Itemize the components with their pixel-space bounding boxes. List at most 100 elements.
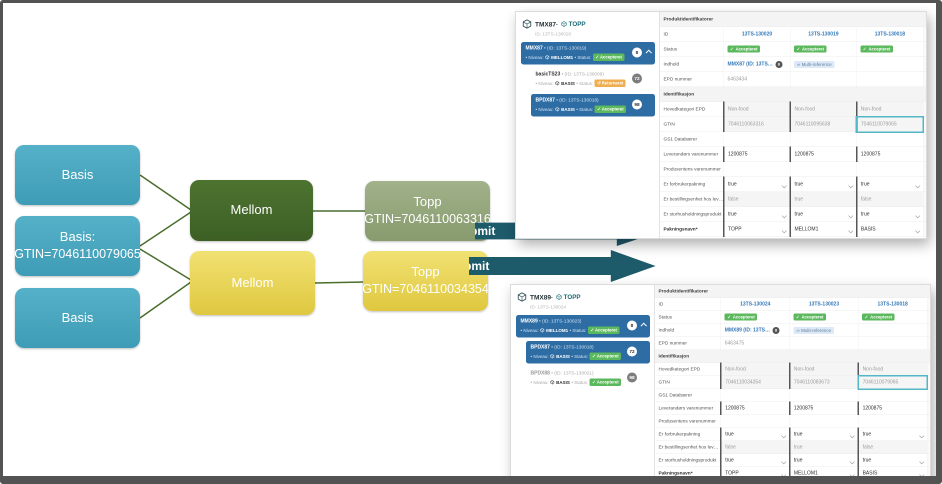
chevron-up-icon[interactable] xyxy=(640,322,647,329)
niveau-cube-icon xyxy=(540,328,545,333)
table-edge xyxy=(923,116,926,132)
select-cell[interactable]: true xyxy=(855,176,924,192)
status-badge: ✓Accepteret xyxy=(592,53,625,61)
id-link-cell[interactable]: 13TS-130018 xyxy=(858,297,928,311)
status-icon: ✓ xyxy=(595,54,599,60)
id-link: 13TS-130020 xyxy=(741,31,773,38)
sidebar-item-meta: • Niveau: BASIS • Status: ✓Accepteret xyxy=(531,378,628,386)
section-header: Identifikasjon xyxy=(660,86,926,102)
select-cell[interactable]: true xyxy=(723,176,791,192)
empty-cell xyxy=(723,131,791,147)
table-edge xyxy=(927,323,930,337)
sidebar-item[interactable]: basicTS23 • (ID: 13TS-130009) • Niveau: … xyxy=(531,68,655,91)
select-cell[interactable]: MELLOM1 xyxy=(789,221,857,237)
basis-node-1: Basis xyxy=(15,145,140,205)
top-level-link[interactable]: TOPP xyxy=(556,294,581,301)
value-cell: 1200875 xyxy=(789,146,857,162)
row-label: Hovedkategori EPD xyxy=(660,101,725,117)
select-cell[interactable]: MELLOM1 xyxy=(788,466,859,476)
select-cell[interactable]: true xyxy=(789,206,857,222)
readonly-cell: Non-food xyxy=(789,101,857,117)
sidebar-item[interactable]: BPDX88 • (ID: 13TS-130021) • Niveau: BAS… xyxy=(526,367,650,390)
table-edge xyxy=(923,161,926,177)
status-badge: ✓ Accepteret xyxy=(793,313,826,321)
sidebar-item[interactable]: MMX89 • (ID: 13TS-130023) • Niveau: MELL… xyxy=(516,315,650,338)
readonly-cell: 6463434 xyxy=(723,71,791,87)
id-link-cell[interactable]: 13TS-130023 xyxy=(789,297,859,311)
select-cell[interactable]: true xyxy=(723,206,791,222)
basis-node-3: Basis xyxy=(15,288,140,348)
count-badge: 72 xyxy=(632,73,642,84)
id-link-cell[interactable]: 13TS-130020 xyxy=(723,26,791,42)
select-cell[interactable]: TOPP xyxy=(720,466,790,476)
select-cell[interactable]: true xyxy=(788,427,859,441)
select-cell[interactable]: true xyxy=(855,206,924,222)
table-edge xyxy=(923,71,926,87)
id-link: 13TS-130023 xyxy=(808,301,840,308)
select-cell[interactable]: true xyxy=(720,427,790,441)
link-icon: ∞ xyxy=(796,327,800,333)
value-cell: 1200875 xyxy=(720,401,790,415)
cube-icon xyxy=(522,19,532,29)
select-cell[interactable]: true xyxy=(788,453,859,467)
top-level-link[interactable]: TOPP xyxy=(561,21,586,28)
table-edge xyxy=(927,414,930,428)
id-link-cell[interactable]: 13TS-130024 xyxy=(720,297,790,311)
readonly-cell xyxy=(858,336,928,350)
status-icon: ✓ xyxy=(597,106,601,112)
sidebar-tree: MMX87 • (ID: 13TS-130019) • Niveau: MELL… xyxy=(521,42,655,117)
sidebar-item[interactable]: BPDX87 • (ID: 13TS-130018) • Niveau: BAS… xyxy=(526,341,650,364)
readonly-cell: 7046110079065 xyxy=(855,115,925,133)
sidebar-item[interactable]: MMX87 • (ID: 13TS-130019) • Niveau: MELL… xyxy=(521,42,655,65)
sidebar-tree: MMX89 • (ID: 13TS-130023) • Niveau: MELL… xyxy=(516,315,650,390)
status-badge: ↺Returneret xyxy=(594,79,626,87)
table-edge xyxy=(923,26,926,42)
node-label: Basis xyxy=(61,309,94,325)
select-cell[interactable]: TOPP xyxy=(723,221,791,237)
value-cell: 1200875 xyxy=(857,401,928,415)
id-link-cell[interactable]: 13TS-130019 xyxy=(790,26,857,42)
empty-cell xyxy=(856,131,924,147)
readonly-cell: 7046110095638 xyxy=(789,116,857,132)
status-badge: ✓ Accepteret xyxy=(793,45,827,53)
page-title: TMX89· xyxy=(530,293,554,301)
multi-reference-chip: ∞Multi-reference xyxy=(793,60,835,68)
sidebar-item[interactable]: BPDX87 • (ID: 13TS-130018) • Niveau: BAS… xyxy=(531,94,655,117)
chevron-down-icon xyxy=(848,183,854,188)
empty-cell xyxy=(723,161,791,177)
select-cell[interactable]: true xyxy=(857,453,928,467)
cube-icon xyxy=(561,21,567,27)
content-link: MMX87 (ID: 13TS… xyxy=(727,61,773,67)
chevron-down-icon xyxy=(848,228,854,233)
sidebar-item-meta: • Niveau: BASIS • Status: ✓Accepteret xyxy=(536,105,633,113)
row-label: Leverandørs varenummer xyxy=(655,401,722,415)
row-label: Produsentens varenummer xyxy=(660,161,725,177)
content-cell[interactable]: MMX87 (ID: 13TS…8 xyxy=(723,56,791,72)
select-cell[interactable]: true xyxy=(857,427,928,441)
chevron-up-icon[interactable] xyxy=(645,49,652,56)
row-label: Produsentens varenummer xyxy=(655,414,722,428)
chevron-down-icon xyxy=(781,228,787,233)
select-cell[interactable]: true xyxy=(789,176,857,192)
sidebar: TMX89· TOPP ID: 13TS-130024 MMX89 • (ID:… xyxy=(511,285,654,476)
chevron-down-icon xyxy=(781,459,787,464)
sidebar-header: TMX89· TOPP xyxy=(516,290,650,302)
content-cell[interactable]: MMX89 (ID: 13TS…8 xyxy=(720,323,790,337)
select-cell[interactable]: true xyxy=(720,453,790,467)
table-edge xyxy=(923,176,926,192)
select-cell[interactable]: BASIS xyxy=(855,221,924,237)
id-link-cell[interactable]: 13TS-130018 xyxy=(856,26,924,42)
submit-arrow-2[interactable]: Submit xyxy=(469,250,656,282)
mellom-node-2: Mellom xyxy=(190,251,315,315)
node-gtin: GTIN=7046110079065 xyxy=(14,247,141,262)
niveau-cube-icon xyxy=(550,380,555,385)
connector-line xyxy=(139,174,192,211)
select-cell[interactable]: BASIS xyxy=(857,466,928,476)
readonly-cell: false xyxy=(855,191,924,207)
readonly-cell: Non-food xyxy=(788,362,859,376)
check-icon: ✓ xyxy=(796,46,801,52)
